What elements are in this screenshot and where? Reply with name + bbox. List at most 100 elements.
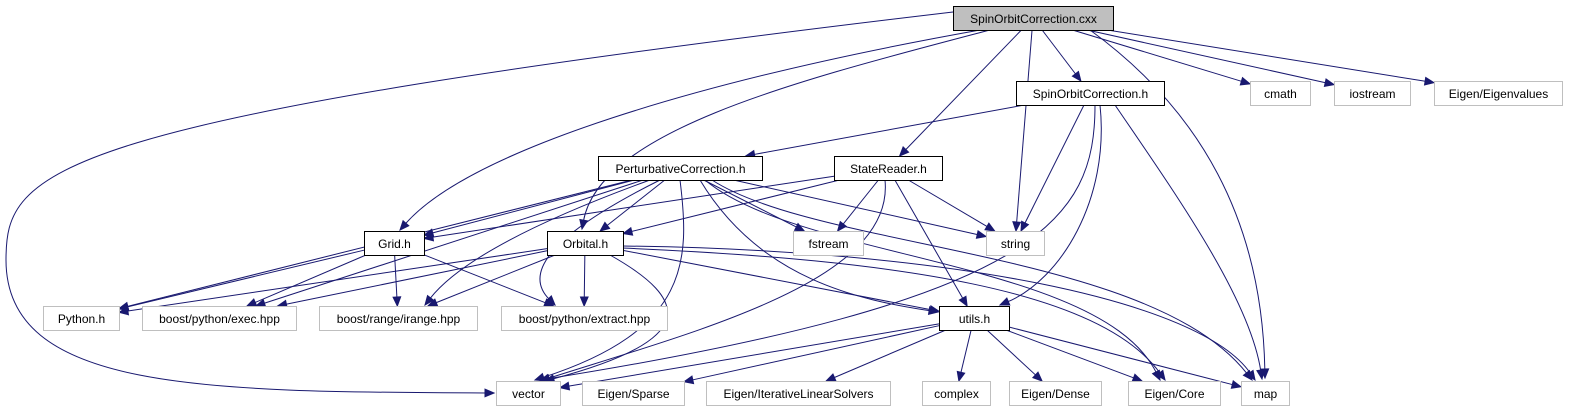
arrowhead-orbital_h-to-eigen_core — [1155, 369, 1166, 382]
edge-perturbative_h-to-boost_exec — [263, 179, 644, 305]
node-box — [953, 6, 1114, 31]
arrowhead-spinorbit_cxx-to-grid_h — [399, 219, 410, 231]
edge-statereader_h-to-orbital_h — [630, 179, 840, 233]
arrowhead-statereader_h-to-grid_h — [422, 232, 435, 242]
edge-statereader_h-to-fstream — [842, 179, 879, 226]
edge-orbital_h-to-map — [621, 245, 1251, 374]
node-iostream: iostream — [1334, 81, 1411, 106]
node-label: boost/python/exec.hpp — [159, 312, 280, 326]
node-label: StateReader.h — [850, 162, 927, 176]
arrowhead-orbital_h-to-python_h — [117, 306, 130, 316]
edge-spinorbit_h-to-utils_h — [1007, 104, 1102, 303]
node-map: map — [1241, 381, 1290, 406]
node-box — [43, 306, 120, 331]
arrowhead-perturbative_h-to-orbital_h — [599, 221, 611, 232]
node-label: Eigen/Eigenvalues — [1449, 87, 1548, 101]
edges-layer — [5, 11, 1436, 398]
edge-orbital_h-to-utils_h — [622, 249, 932, 311]
node-perturbative-h[interactable]: PerturbativeCorrection.h — [598, 156, 763, 181]
node-string: string — [986, 231, 1045, 256]
node-label: Python.h — [58, 312, 105, 326]
node-orbital-h[interactable]: Orbital.h — [547, 231, 624, 256]
arrowhead-orbital_h-to-map — [1245, 369, 1256, 382]
arrowhead-grid_h-to-boost_irange — [392, 296, 402, 308]
node-grid-h[interactable]: Grid.h — [364, 231, 425, 256]
node-spinorbit-cxx[interactable]: SpinOrbitCorrection.cxx — [953, 6, 1114, 31]
arrowhead-spinorbit_h-to-string — [1020, 220, 1030, 233]
arrowhead-utils_h-to-eigen_sparse — [682, 375, 695, 385]
node-eigen-iterative: Eigen/IterativeLinearSolvers — [706, 381, 891, 406]
arrowhead-spinorbit_cxx-to-spinorbit_h — [1071, 70, 1082, 83]
arrowhead-perturbative_h-to-string — [975, 229, 988, 239]
arrowhead-perturbative_h-to-fstream — [793, 222, 806, 232]
arrowhead-statereader_h-to-fstream — [836, 220, 848, 233]
edge-spinorbit_cxx-to-grid_h — [404, 29, 981, 225]
arrowhead-orbital_h-to-utils_h — [928, 304, 941, 314]
arrowhead-utils_h-to-eigen_core — [1131, 373, 1144, 382]
edge-grid_h-to-python_h — [126, 249, 365, 308]
arrowhead-perturbative_h-to-boost_irange — [424, 294, 435, 307]
arrowhead-orbital_h-to-boost_extract — [579, 296, 589, 308]
node-spinorbit-h[interactable]: SpinOrbitCorrection.h — [1016, 81, 1165, 106]
arrowhead-grid_h-to-boost_exec — [245, 298, 258, 307]
node-box — [598, 156, 763, 181]
edge-statereader_h-to-grid_h — [431, 175, 835, 238]
node-box — [142, 306, 297, 331]
edge-spinorbit_cxx-to-orbital_h — [582, 29, 991, 222]
node-boost-extract: boost/python/extract.hpp — [501, 306, 668, 331]
node-label: Eigen/Core — [1144, 387, 1204, 401]
edge-orbital_h-to-python_h — [126, 248, 548, 312]
node-box — [1334, 81, 1411, 106]
edge-grid_h-to-boost_extract — [423, 254, 547, 304]
node-box — [834, 156, 943, 181]
node-box — [793, 231, 864, 256]
arrowhead-spinorbit_cxx-to-string — [1012, 221, 1022, 233]
arrowhead-spinorbit_cxx-to-cmath — [1239, 76, 1252, 86]
edge-grid_h-to-boost_irange — [394, 254, 398, 299]
edge-spinorbit_h-to-map — [1114, 104, 1262, 372]
node-boost-irange: boost/range/irange.hpp — [319, 306, 478, 331]
edge-spinorbit_h-to-string — [1024, 104, 1085, 225]
node-box — [547, 231, 624, 256]
node-box — [582, 381, 685, 406]
arrowhead-spinorbit_cxx-to-eigen_eigenvalues — [1423, 76, 1436, 86]
node-fstream: fstream — [793, 231, 864, 256]
node-eigen-eigenvalues: Eigen/Eigenvalues — [1434, 81, 1563, 106]
node-cmath: cmath — [1250, 81, 1311, 106]
edge-orbital_h-to-boost_exec — [285, 250, 548, 305]
node-label: SpinOrbitCorrection.cxx — [970, 12, 1097, 26]
arrowhead-spinorbit_cxx-to-vector — [484, 388, 496, 398]
node-label: fstream — [808, 237, 848, 251]
node-label: Orbital.h — [563, 237, 608, 251]
arrowhead-spinorbit_cxx-to-statereader_h — [898, 146, 910, 157]
node-statereader-h[interactable]: StateReader.h — [834, 156, 943, 181]
node-eigen-sparse: Eigen/Sparse — [582, 381, 685, 406]
node-complex: complex — [922, 381, 991, 406]
node-box — [986, 231, 1045, 256]
arrowhead-statereader_h-to-string — [984, 222, 996, 232]
edge-statereader_h-to-utils_h — [894, 179, 964, 300]
edge-utils_h-to-vector — [567, 323, 940, 387]
node-label: boost/python/extract.hpp — [519, 312, 651, 326]
node-box — [364, 231, 425, 256]
arrowhead-utils_h-to-complex — [956, 370, 966, 383]
node-eigen-dense: Eigen/Dense — [1009, 381, 1102, 406]
edge-orbital_h-to-boost_irange — [435, 254, 556, 304]
node-utils-h[interactable]: utils.h — [939, 306, 1010, 331]
edge-grid_h-to-boost_exec — [254, 254, 367, 304]
edge-perturbative_h-to-utils_h — [699, 179, 931, 312]
node-label: map — [1254, 387, 1278, 401]
node-box — [496, 381, 561, 406]
arrowhead-utils_h-to-vector — [558, 381, 571, 391]
edge-spinorbit_h-to-perturbative_h — [753, 104, 1025, 156]
edge-utils_h-to-eigen_core — [1005, 329, 1135, 379]
edge-spinorbit_cxx-to-spinorbit_h — [1041, 29, 1077, 75]
arrowhead-utils_h-to-map — [1230, 380, 1243, 389]
arrowhead-spinorbit_h-to-utils_h — [998, 297, 1011, 306]
node-label: utils.h — [959, 312, 990, 326]
edge-perturbative_h-to-boost_irange — [429, 179, 651, 299]
edge-perturbative_h-to-eigen_core — [704, 179, 1157, 374]
edge-statereader_h-to-vector — [547, 179, 886, 380]
arrowhead-statereader_h-to-orbital_h — [621, 226, 634, 236]
node-vector: vector — [496, 381, 561, 406]
